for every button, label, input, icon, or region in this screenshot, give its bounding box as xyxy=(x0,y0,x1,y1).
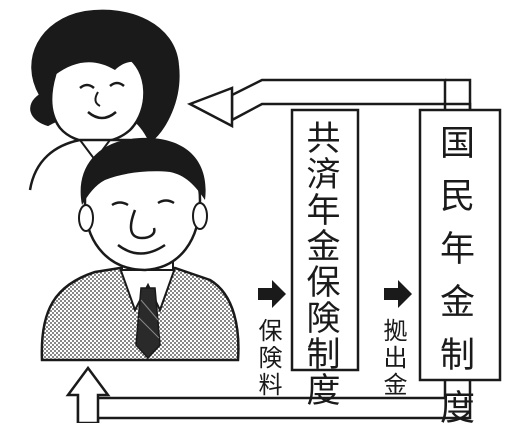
man-smile xyxy=(117,243,166,255)
premium-arrow-icon xyxy=(258,280,286,308)
kokumin-box xyxy=(418,108,502,382)
kokumin-box-label: 国民年金制度 xyxy=(434,124,474,442)
man-figure xyxy=(40,137,240,362)
pension-flow-diagram: 共済年金保険制度 国民年金制度 保険料 拠出金 xyxy=(28,9,502,442)
arrowhead-to-man xyxy=(65,365,111,425)
benefit-arrow-top xyxy=(186,78,472,129)
man-tie xyxy=(135,287,161,360)
woman-smile xyxy=(87,111,117,120)
man-eyes xyxy=(111,199,175,207)
kyosai-box-label: 共済年金保険制度 xyxy=(300,120,340,408)
insurance-premium-label: 保険料 xyxy=(254,318,282,399)
man-hair xyxy=(80,137,206,205)
woman-eyes xyxy=(79,81,125,89)
benefit-arrow-bottom xyxy=(65,365,472,425)
arrowhead-to-woman xyxy=(186,86,234,129)
contribution-label: 拠出金 xyxy=(379,318,407,399)
kyosai-box xyxy=(290,108,360,372)
illustration-canvas xyxy=(28,9,502,425)
contribution-arrow-icon xyxy=(384,280,412,308)
